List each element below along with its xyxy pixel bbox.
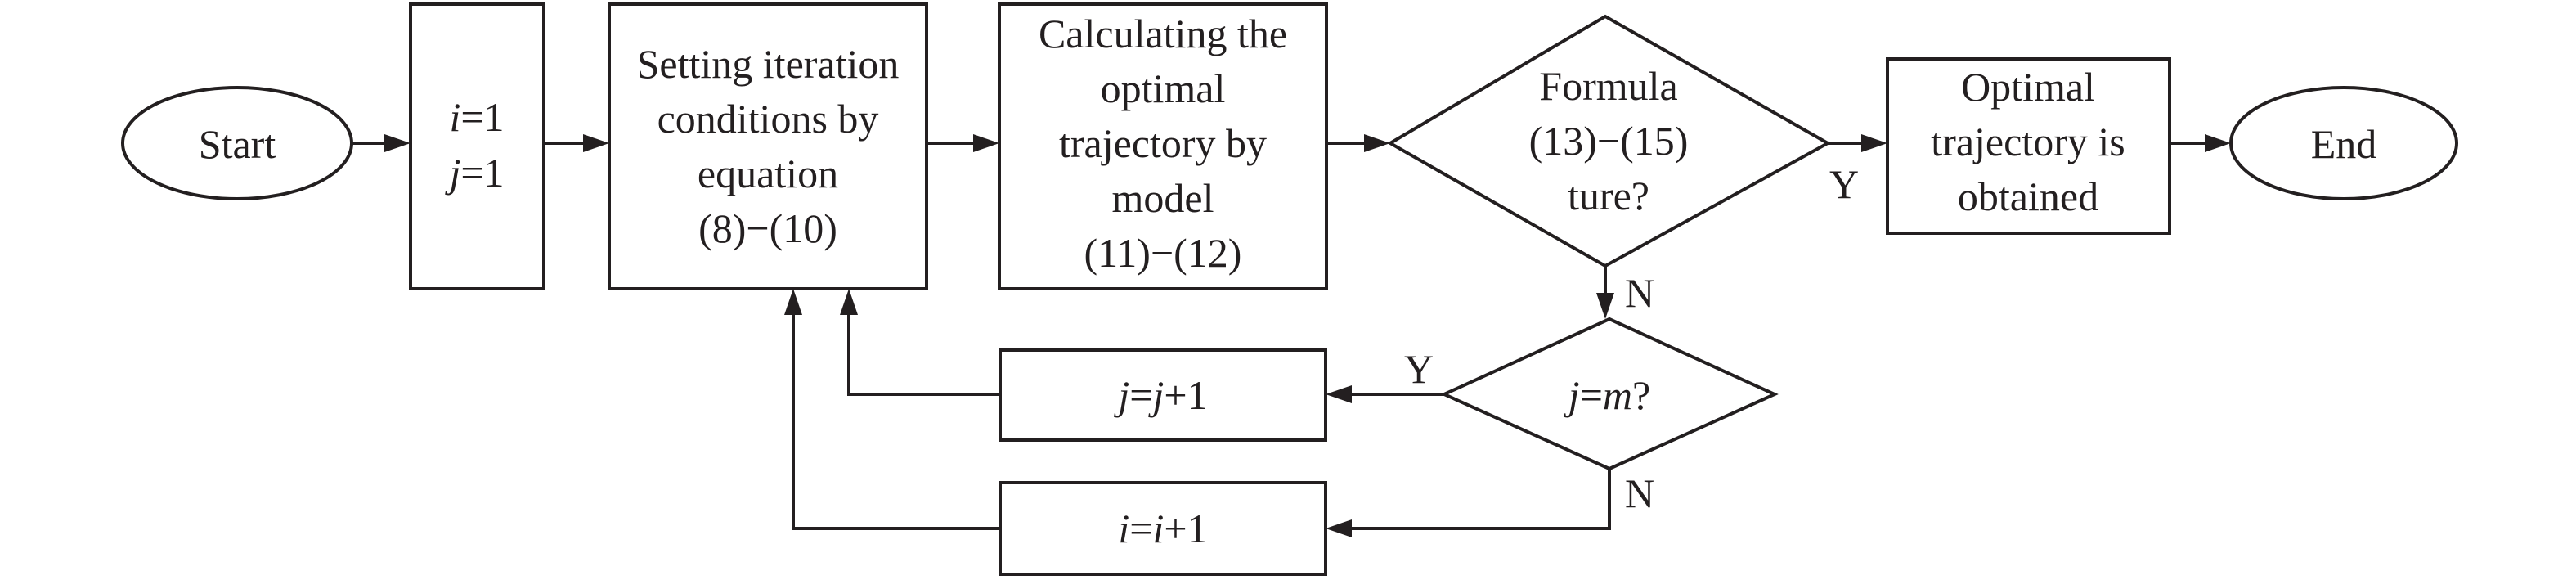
optimal-line-3: obtained (1958, 173, 2098, 219)
setting-line-3: equation (698, 151, 838, 196)
edge-j-increment-to-setting (840, 289, 1000, 396)
init-node: i=1 j=1 (409, 2, 545, 290)
jm-decision: j=m? (1440, 317, 1779, 471)
start-label: Start (199, 121, 276, 167)
formula-decision: Formula (13)−(15) ture? (1387, 14, 1832, 268)
calculating-line-1: Calculating the (1039, 11, 1287, 56)
formula-yes-label: Y (1829, 161, 1859, 207)
end-label: End (2311, 121, 2377, 167)
j-increment-node: j=j+1 (999, 348, 1327, 442)
formula-line-1: Formula (1539, 63, 1677, 109)
edge-i-increment-to-setting (784, 289, 1000, 530)
formula-line-3: ture? (1568, 173, 1649, 218)
calculating-line-2: optimal (1101, 65, 1226, 111)
calculating-line-5: (11)−(12) (1084, 230, 1242, 276)
jm-yes-label: Y (1404, 346, 1434, 392)
jm-no-label: N (1625, 470, 1654, 516)
calculating-node: Calculating the optimal trajectory by mo… (998, 2, 1328, 290)
calculating-line-4: model (1112, 175, 1214, 221)
end-node: End (2229, 86, 2458, 200)
init-j-line: j=1 (444, 150, 504, 196)
i-increment-node: i=i+1 (999, 481, 1327, 576)
edge-formula-no-to-jm (1596, 266, 1614, 319)
formula-line-2: (13)−(15) (1529, 118, 1689, 164)
start-node: Start (121, 86, 353, 200)
optimal-line-1: Optimal (1961, 64, 2095, 110)
edge-calculating-to-formula (1326, 134, 1390, 152)
edge-init-to-setting (544, 134, 609, 152)
optimal-node: Optimal trajectory is obtained (1886, 57, 2171, 235)
edge-jm-no-to-i-increment (1326, 469, 1611, 537)
init-i-line: i=1 (449, 94, 504, 140)
setting-line-1: Setting iteration (637, 41, 900, 87)
setting-node: Setting iteration conditions by equation… (608, 2, 928, 290)
optimal-line-2: trajectory is (1931, 119, 2125, 164)
i-increment-label: i=i+1 (1118, 506, 1207, 551)
edge-optimal-to-end (2170, 134, 2231, 152)
edge-formula-yes-to-optimal (1828, 134, 1887, 152)
jm-label: j=m? (1564, 372, 1650, 418)
j-increment-label: j=j+1 (1113, 372, 1207, 418)
setting-line-4: (8)−(10) (698, 205, 837, 251)
formula-no-label: N (1625, 270, 1654, 316)
edge-setting-to-calculating (927, 134, 999, 152)
calculating-line-3: trajectory by (1059, 120, 1267, 166)
setting-line-2: conditions by (657, 96, 879, 142)
edge-jm-yes-to-j-increment (1326, 385, 1444, 403)
edge-start-to-init (352, 134, 411, 152)
